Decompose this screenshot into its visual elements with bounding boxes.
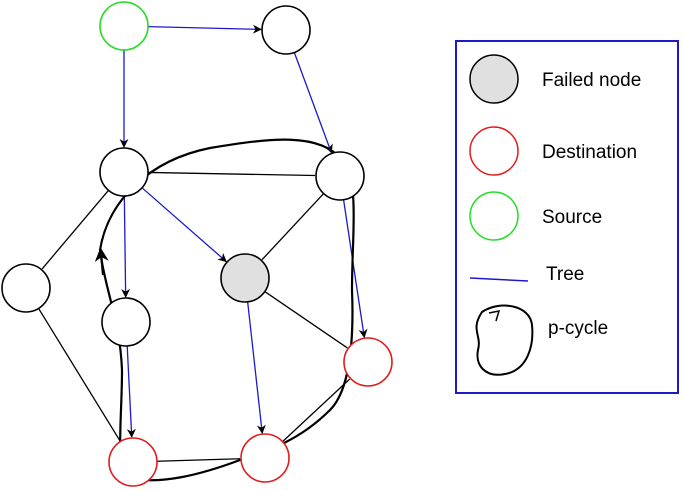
p-cycle-arrow-up bbox=[94, 247, 109, 276]
legend-source-label: Source bbox=[542, 207, 602, 228]
legend-destination-swatch bbox=[469, 126, 519, 176]
link-edge-C-F bbox=[261, 193, 325, 261]
legend-source-swatch bbox=[469, 191, 519, 241]
normal-node-L bbox=[1, 263, 51, 313]
link-edge-B-L bbox=[41, 189, 110, 270]
normal-node-C bbox=[315, 151, 365, 201]
source-node-S bbox=[99, 1, 149, 51]
link-edge-G-H bbox=[156, 458, 241, 462]
link-edge-B-C bbox=[147, 171, 316, 177]
destination-node-H bbox=[240, 433, 290, 483]
tree-edge-B-D bbox=[121, 195, 131, 298]
legend-failed-node-label: Failed node bbox=[542, 70, 641, 91]
p-cycle-path bbox=[98, 138, 355, 482]
tree-edge-A-C bbox=[293, 52, 333, 154]
failed-node-F bbox=[220, 253, 270, 303]
legend-tree-swatch bbox=[469, 277, 529, 282]
tree-edge-S-A bbox=[147, 24, 262, 34]
legend-p-cycle-label: p-cycle bbox=[548, 318, 608, 339]
link-edge-F-E bbox=[264, 290, 348, 349]
destination-node-E bbox=[343, 337, 393, 387]
legend-destination-label: Destination bbox=[542, 142, 637, 163]
legend-tree-label: Tree bbox=[546, 264, 584, 285]
tree-edge-C-E bbox=[342, 199, 368, 339]
normal-node-D bbox=[101, 297, 151, 347]
normal-node-B bbox=[99, 147, 149, 197]
legend-p-cycle-swatch bbox=[475, 304, 534, 376]
edges-layer bbox=[38, 24, 368, 462]
legend-p-cycle-tick bbox=[488, 310, 501, 322]
tree-edge-B-F bbox=[141, 187, 227, 263]
tree-edge-F-H bbox=[247, 301, 266, 435]
legend-failed-node-swatch bbox=[469, 54, 519, 104]
legend: Failed node Destination Source Tree p-cy… bbox=[455, 40, 679, 394]
nodes-layer bbox=[1, 1, 393, 487]
destination-node-G bbox=[108, 437, 158, 487]
link-edge-L-G bbox=[38, 308, 121, 442]
normal-node-A bbox=[261, 5, 311, 55]
tree-edge-D-G bbox=[126, 345, 136, 438]
link-edge-H-E bbox=[282, 378, 351, 443]
